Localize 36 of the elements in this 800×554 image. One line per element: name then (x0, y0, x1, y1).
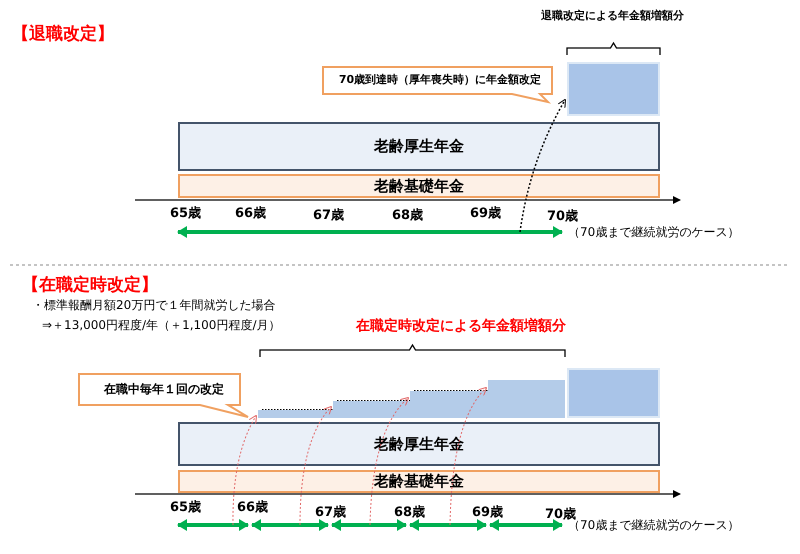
brace-label: 在職定時改定による年金額増額分 (356, 317, 566, 335)
age-label: 66歳 (235, 205, 266, 222)
callout-box (78, 373, 250, 419)
note-text: ・標準報酬月額20万円で１年間就労した場合 (32, 297, 276, 314)
pension-bar: 老齢厚生年金 (178, 122, 660, 171)
age-label: 70歳 (547, 208, 578, 225)
section-heading: 【退職改定】 (12, 23, 114, 45)
age-label: 66歳 (237, 499, 268, 516)
dotted-arrow (450, 386, 488, 526)
age-label: 67歳 (313, 207, 344, 224)
dotted-arrow (370, 396, 410, 526)
increase-block (567, 62, 660, 116)
age-label: 65歳 (170, 205, 202, 222)
pension-bar: 老齢基礎年金 (178, 470, 660, 493)
age-label: 69歳 (470, 205, 502, 222)
case-note: （70歳まで継続就労のケース） (568, 224, 740, 241)
dotted-arrow (300, 406, 332, 526)
age-label: 65歳 (170, 499, 202, 516)
callout-text: 70歳到達時（厚年喪失時）に年金額改定 (338, 72, 542, 88)
dotted-arrow (232, 414, 257, 526)
age-label: 70歳 (545, 506, 576, 522)
step-bar (258, 410, 565, 418)
age-label: 67歳 (315, 504, 346, 521)
pension-bar: 老齢基礎年金 (178, 174, 660, 198)
step-bar (410, 391, 565, 401)
brace-label: 退職改定による年金額増額分 (541, 8, 684, 23)
section-heading: 【在職定時改定】 (22, 274, 158, 296)
age-label: 68歳 (394, 504, 426, 521)
step-bar (488, 380, 565, 391)
age-label: 68歳 (392, 207, 424, 224)
note-text: ⇒＋13,000円程度/年（＋1,100円程度/月） (42, 317, 280, 334)
increase-block (567, 368, 660, 418)
pension-bar: 老齢厚生年金 (178, 422, 660, 466)
callout-text: 在職中毎年１回の改定 (102, 381, 225, 398)
age-label: 69歳 (472, 504, 504, 521)
dotted-arrow (519, 98, 566, 232)
